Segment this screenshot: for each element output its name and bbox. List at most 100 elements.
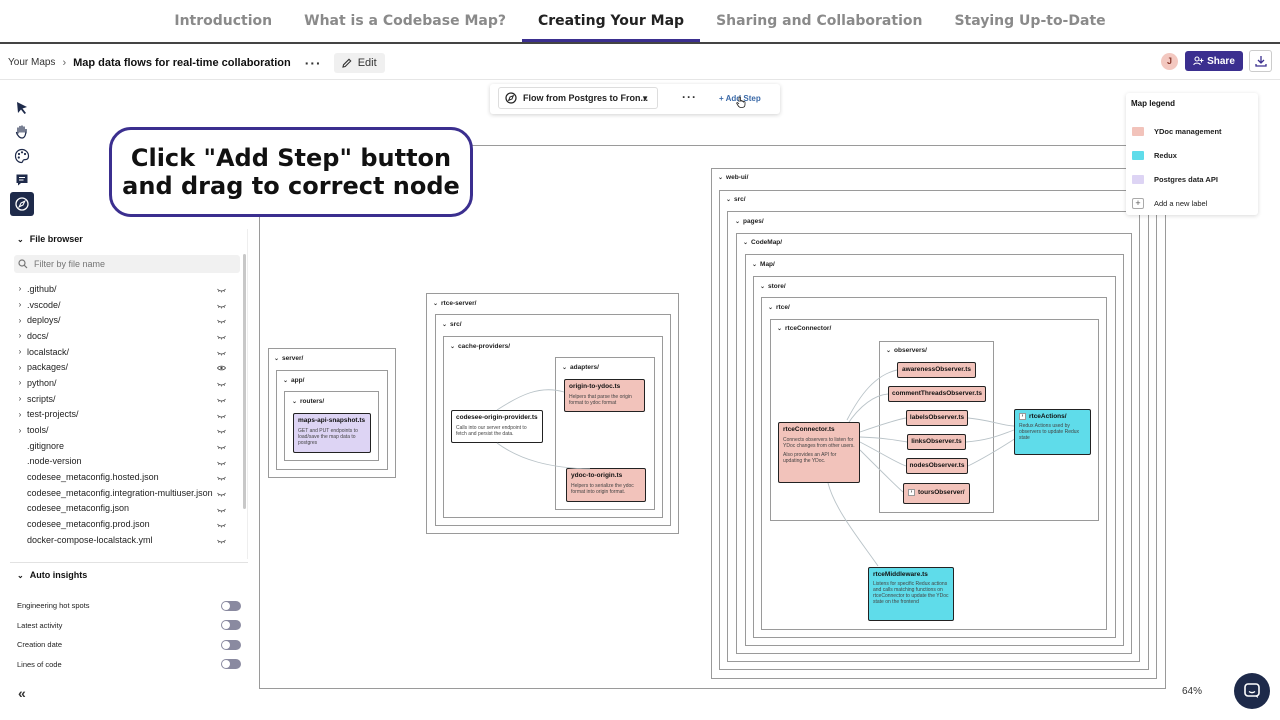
file-tree-file[interactable]: codesee_metaconfig.hosted.json (10, 469, 247, 485)
insight-toggle[interactable] (221, 600, 241, 611)
legend-item-ydoc[interactable]: YDoc management (1131, 119, 1253, 143)
chevron-right-icon[interactable]: › (908, 489, 915, 496)
file-tree-folder[interactable]: ›test-projects/ (10, 407, 247, 423)
folder-src-server[interactable] (435, 314, 671, 526)
node-maps-api-snapshot[interactable]: maps-api-snapshot.ts GET and PUT endpoin… (293, 413, 371, 453)
node-ydoc-to-origin[interactable]: ydoc-to-origin.ts Helpers to serialize t… (566, 468, 646, 502)
file-filter-input[interactable] (34, 259, 224, 269)
chevron-right-icon[interactable]: › (18, 409, 22, 419)
eye-closed-icon[interactable] (217, 411, 226, 421)
folder-store[interactable] (753, 276, 1116, 638)
eye-closed-icon[interactable] (217, 379, 226, 389)
file-tree-folder[interactable]: ›.vscode/ (10, 297, 247, 313)
node-nodes-observer[interactable]: nodesObserver.ts (906, 458, 968, 474)
insight-toggle[interactable] (221, 620, 241, 631)
node-tours-observer[interactable]: ›toursObserver/ (903, 483, 970, 504)
tab-staying-up-to-date[interactable]: Staying Up-to-Date (954, 13, 1106, 29)
folder-routers[interactable] (284, 391, 379, 461)
eye-closed-icon[interactable] (217, 505, 226, 515)
folder-rtce-connector[interactable] (770, 319, 1099, 521)
node-rtce-actions[interactable]: ›rtceActions/ Redux Actions used by obse… (1014, 409, 1091, 455)
legend-item-postgres[interactable]: Postgres data API (1131, 167, 1253, 191)
file-tree-folder[interactable]: ›docs/ (10, 328, 247, 344)
node-labels-observer[interactable]: labelsObserver.ts (906, 410, 968, 426)
more-options-button[interactable]: ··· (304, 54, 322, 71)
eye-closed-icon[interactable] (217, 536, 226, 546)
file-browser-header[interactable]: ⌄ File browser (10, 229, 247, 249)
node-codesee-origin-provider[interactable]: codesee-origin-provider.ts Calls into ou… (451, 410, 543, 443)
file-tree-folder[interactable]: ›deploys/ (10, 312, 247, 328)
file-tree-folder[interactable]: ›.github/ (10, 281, 247, 297)
chevron-right-icon[interactable]: › (18, 394, 22, 404)
tab-introduction[interactable]: Introduction (174, 13, 273, 29)
file-tree-folder[interactable]: ›localstack/ (10, 344, 247, 360)
chevron-right-icon[interactable]: › (18, 315, 22, 325)
avatar[interactable]: J (1161, 53, 1178, 70)
eye-closed-icon[interactable] (217, 442, 226, 452)
eye-icon[interactable] (217, 363, 226, 373)
chevron-right-icon[interactable]: › (18, 347, 22, 357)
folder-app[interactable] (276, 370, 388, 470)
folder-cache-providers[interactable] (443, 336, 663, 518)
tab-sharing-collaboration[interactable]: Sharing and Collaboration (716, 13, 923, 29)
file-tree-file[interactable]: codesee_metaconfig.prod.json (10, 516, 247, 532)
eye-closed-icon[interactable] (217, 395, 226, 405)
node-awareness-observer[interactable]: awarenessObserver.ts (897, 362, 976, 378)
folder-observers[interactable] (879, 341, 994, 513)
color-tool[interactable] (10, 144, 34, 168)
auto-insights-header[interactable]: ⌄ Auto insights (10, 564, 248, 586)
node-rtce-middleware[interactable]: rtceMiddleware.ts Listens for specific R… (868, 567, 954, 621)
eye-closed-icon[interactable] (217, 473, 226, 483)
edit-button[interactable]: Edit (333, 52, 385, 73)
flow-select[interactable]: Flow from Postgres to Fron... ▼ (498, 87, 658, 109)
eye-closed-icon[interactable] (217, 348, 226, 358)
select-tool[interactable] (10, 96, 34, 120)
comment-tool[interactable] (10, 168, 34, 192)
flow-more-button[interactable]: ··· (682, 90, 697, 104)
folder-src-web[interactable] (719, 190, 1149, 670)
node-rtce-connector[interactable]: rtceConnector.ts Connects observers to l… (778, 422, 860, 483)
chevron-right-icon[interactable]: › (18, 362, 22, 372)
file-tree-file[interactable]: .node-version (10, 454, 247, 470)
file-tree-folder[interactable]: ›scripts/ (10, 391, 247, 407)
folder-map[interactable] (745, 254, 1124, 646)
breadcrumb-your-maps[interactable]: Your Maps (8, 57, 56, 68)
file-tree-scrollbar[interactable] (243, 254, 246, 509)
chevron-right-icon[interactable]: › (18, 300, 22, 310)
chevron-right-icon[interactable]: › (18, 331, 22, 341)
legend-item-redux[interactable]: Redux (1131, 143, 1253, 167)
node-comment-threads-observer[interactable]: commentThreadsObserver.ts (888, 386, 986, 402)
eye-closed-icon[interactable] (217, 489, 226, 499)
insight-toggle[interactable] (221, 639, 241, 650)
node-origin-to-ydoc[interactable]: origin-to-ydoc.ts Helpers that parse the… (564, 379, 645, 412)
add-label-button[interactable]: + Add a new label (1131, 191, 1253, 215)
eye-closed-icon[interactable] (217, 458, 226, 468)
chevron-right-icon[interactable]: › (18, 425, 22, 435)
chevron-right-icon[interactable]: › (18, 284, 22, 294)
download-button[interactable] (1249, 50, 1272, 72)
chat-button[interactable] (1234, 673, 1270, 709)
collapse-sidebar-button[interactable]: « (18, 685, 26, 701)
flow-tool[interactable] (10, 192, 34, 216)
folder-codemap[interactable] (736, 233, 1132, 654)
file-tree-folder[interactable]: ›python/ (10, 375, 247, 391)
folder-server[interactable] (268, 348, 396, 478)
eye-closed-icon[interactable] (217, 285, 226, 295)
tab-creating-your-map[interactable]: Creating Your Map (521, 0, 701, 42)
file-tree-file[interactable]: codesee_metaconfig.json (10, 501, 247, 517)
chevron-right-icon[interactable]: › (18, 378, 22, 388)
folder-web-ui[interactable] (711, 168, 1157, 679)
folder-pages[interactable] (727, 211, 1140, 662)
file-tree-file[interactable]: codesee_metaconfig.integration-multiuser… (10, 485, 247, 501)
eye-closed-icon[interactable] (217, 520, 226, 530)
folder-adapters[interactable] (555, 357, 655, 510)
eye-closed-icon[interactable] (217, 301, 226, 311)
tab-what-is-codebase-map[interactable]: What is a Codebase Map? (304, 13, 506, 29)
chevron-right-icon[interactable]: › (1019, 413, 1026, 420)
eye-closed-icon[interactable] (217, 332, 226, 342)
folder-rtce[interactable] (761, 297, 1107, 630)
pan-tool[interactable] (10, 120, 34, 144)
folder-rtce-server[interactable] (426, 293, 679, 534)
insight-toggle[interactable] (221, 659, 241, 670)
zoom-level[interactable]: 64% (1182, 686, 1203, 697)
